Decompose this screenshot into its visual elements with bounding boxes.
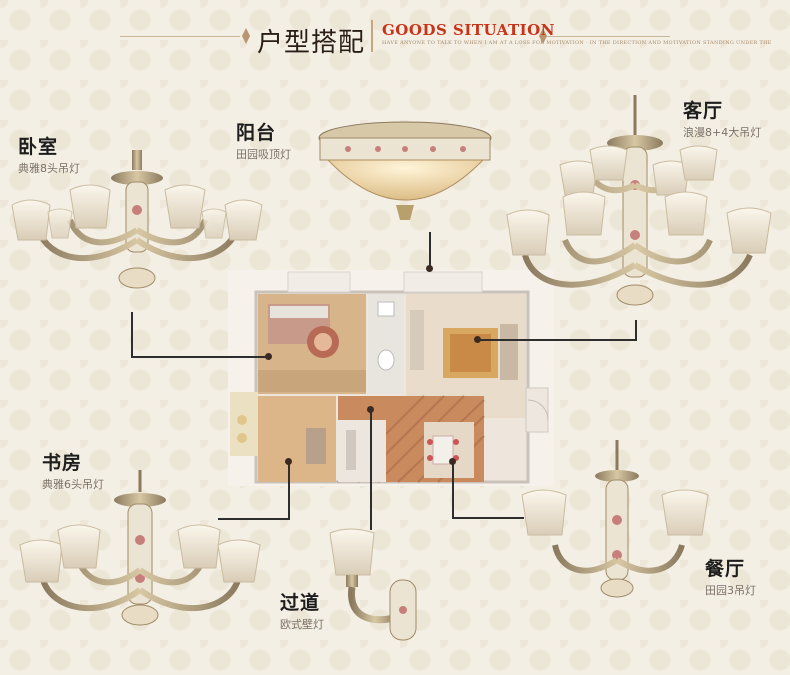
wall-sconce-corridor-image: [329, 528, 417, 641]
desc-balcony: 田园吸顶灯: [236, 148, 291, 161]
marker-balcony: [426, 265, 433, 272]
ceiling-light-balcony-image: [318, 121, 492, 220]
connector-living-v: [635, 320, 637, 341]
connector-study-h: [218, 518, 290, 520]
header-rule-right: [545, 36, 670, 37]
connector-balcony: [429, 232, 431, 270]
label-dining: 餐厅: [705, 558, 746, 580]
desc-bedroom: 典雅8头吊灯: [18, 162, 80, 175]
connector-dining-h: [452, 517, 524, 519]
connector-living-h: [479, 339, 636, 341]
label-study: 书房: [42, 452, 83, 474]
floor-plan-image: [228, 270, 554, 486]
desc-living: 浪漫8+4大吊灯: [683, 126, 762, 139]
connector-bedroom-v: [131, 312, 133, 357]
connector-corridor: [370, 410, 372, 530]
marker-dining: [449, 458, 456, 465]
desc-study: 典雅6头吊灯: [42, 478, 104, 491]
chandelier-bedroom-image: [11, 150, 263, 289]
ornament-left-icon: [242, 28, 250, 44]
section-title-en: GOODS SITUATION: [382, 21, 555, 39]
label-living: 客厅: [683, 100, 724, 122]
chandelier-living-image: [506, 95, 772, 306]
desc-dining: 田园3吊灯: [705, 584, 756, 597]
connector-study-v: [288, 462, 290, 519]
ornament-right-icon: [539, 28, 547, 44]
chandelier-dining-image: [521, 440, 709, 598]
marker-living: [474, 336, 481, 343]
label-bedroom: 卧室: [18, 136, 59, 158]
header-rule-left: [120, 36, 240, 37]
label-balcony: 阳台: [236, 122, 277, 144]
connector-bedroom-h: [131, 356, 269, 358]
header-separator: [371, 20, 373, 52]
marker-corridor: [367, 406, 374, 413]
section-subtitle-en: HAVE ANYONE TO TALK TO WHEN I AM AT A LO…: [382, 40, 772, 46]
section-title: 户型搭配: [257, 28, 366, 58]
marker-study: [285, 458, 292, 465]
marker-bedroom: [265, 353, 272, 360]
desc-corridor: 欧式壁灯: [280, 618, 324, 631]
label-corridor: 过道: [280, 592, 321, 614]
connector-dining-v: [452, 462, 454, 518]
chandelier-study-image: [19, 470, 261, 626]
